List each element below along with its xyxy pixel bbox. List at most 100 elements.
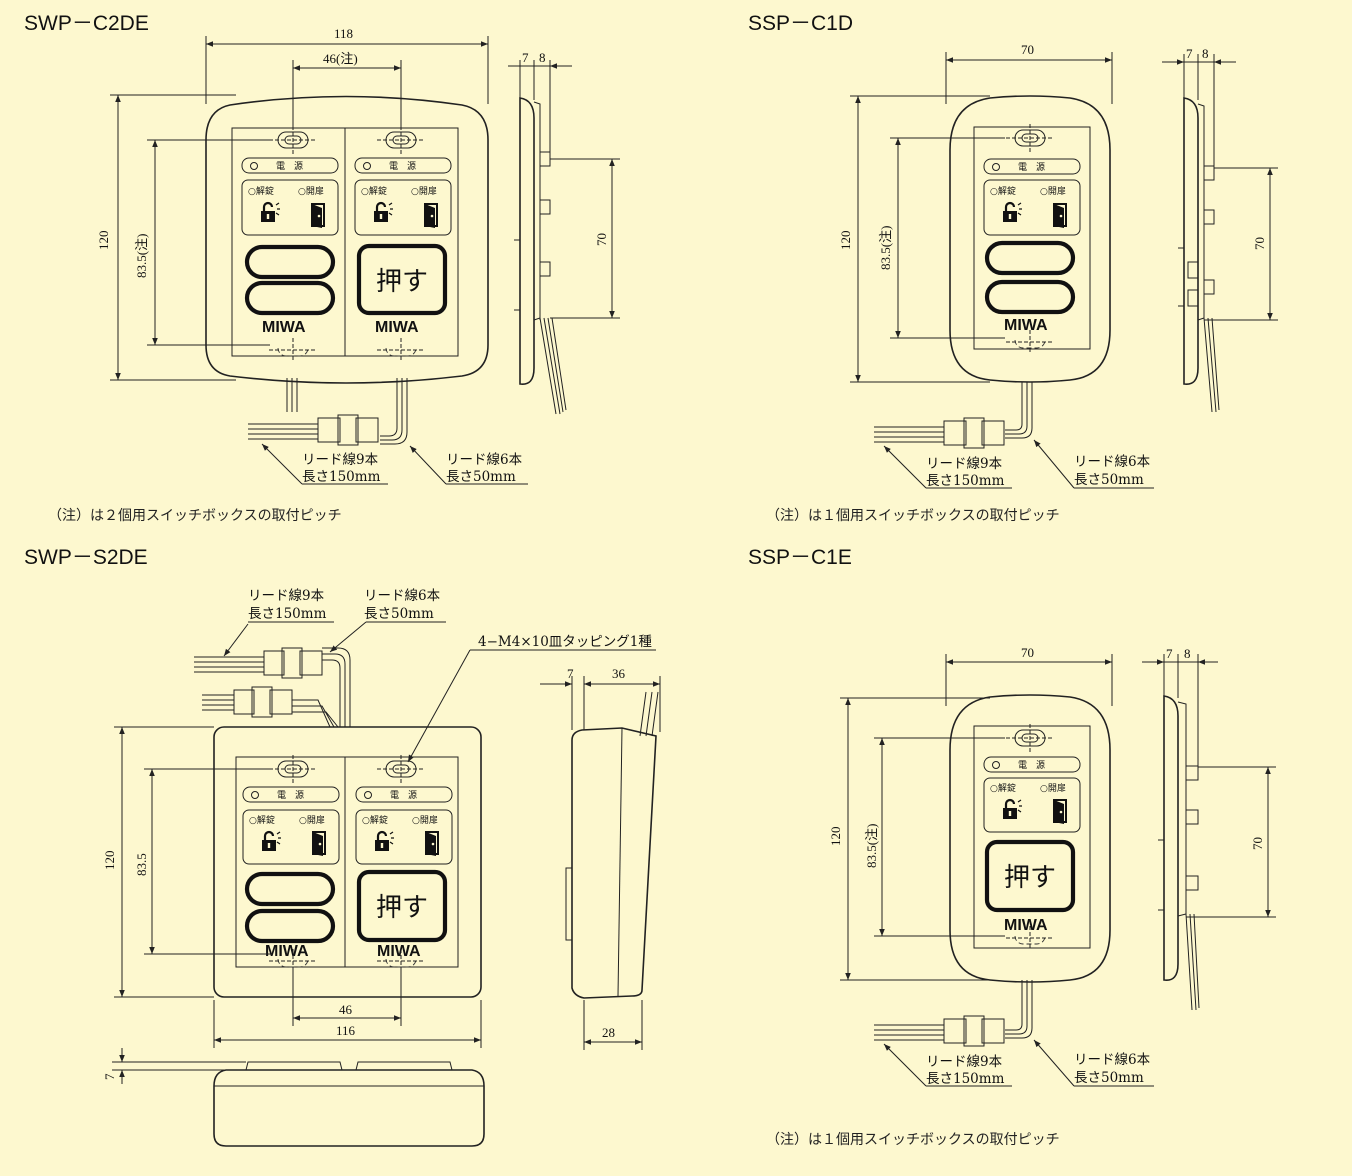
note-two-gang: （注）は２個用スイッチボックスの取付ピッチ [48,508,342,524]
svg-text:長さ50mm: 長さ50mm [1074,1070,1144,1086]
svg-text:7: 7 [1186,46,1193,61]
title-ssp-c1e: SSP－C1E [748,546,852,569]
swp-s2de-front-view: 電 源 ○解錠 ○開扉 MIWA 電 源 ○解錠 ○開扉 押す MIWA [102,647,482,1048]
svg-text:○解錠: ○解錠 [249,814,275,826]
door-icon [312,831,326,857]
swp-c2de-side-view: 7 8 70 [508,50,620,415]
unlock-label: ○解錠 [248,185,274,197]
dim-83-5-note: 83.5(注) [134,234,149,278]
lead-9-length: 長さ150mm [302,469,381,485]
ssp-c1e-front-view: 電 源 ○解錠 ○開扉 押す MIWA 70 120 83.5(注) [828,645,1113,1047]
dim-120: 120 [96,231,111,251]
svg-text:電 源: 電 源 [1018,162,1045,173]
door-icon [425,831,439,857]
lock-icon [259,201,282,224]
svg-text:○開扉: ○開扉 [1040,185,1066,197]
ssp-c1e-side-view: 7 8 70 [1142,646,1276,1011]
dim-46: 46 [339,1002,353,1017]
lock-icon [260,830,283,853]
dim-8: 8 [539,50,546,65]
lead-6-length: 長さ50mm [446,469,516,485]
svg-text:リード線9本: リード線9本 [926,1054,1003,1070]
title-swp-s2de: SWP－S2DE [24,546,148,569]
title-swp-c2de: SWP－C2DE [24,12,149,35]
svg-text:MIWA: MIWA [375,319,419,336]
svg-text:7: 7 [102,1073,117,1080]
door-icon [424,203,438,229]
dim-36: 36 [612,666,626,681]
svg-text:長さ150mm: 長さ150mm [926,473,1005,489]
svg-text:○解錠: ○解錠 [990,782,1016,794]
svg-text:長さ50mm: 長さ50mm [1074,472,1144,488]
lock-icon [372,201,395,224]
dim-83-5: 83.5 [134,853,149,876]
dim-118: 118 [334,26,353,41]
svg-text:押す: 押す [1004,863,1056,893]
svg-text:120: 120 [838,231,853,251]
svg-text:83.5(注): 83.5(注) [864,824,879,868]
svg-text:70: 70 [1021,645,1034,660]
svg-text:長さ150mm: 長さ150mm [248,606,327,622]
svg-text:電 源: 電 源 [277,790,304,801]
svg-text:120: 120 [102,851,117,871]
lead-9-label: リード線9本 [302,452,379,468]
lock-icon [373,830,396,853]
door-icon [311,203,325,229]
svg-text:電 源: 電 源 [390,790,417,801]
svg-text:○解錠: ○解錠 [361,185,387,197]
screw-spec-label: 4−M4×10皿タッピング1種 [478,634,652,650]
power-label: 電 源 [276,161,303,172]
ssp-c1d-front-view: 電 源 ○解錠 ○開扉 MIWA 70 120 83.5(注) [838,42,1113,449]
svg-text:8: 8 [1184,646,1191,661]
dim-28: 28 [602,1025,615,1040]
lead-6-label: リード線6本 [446,452,523,468]
door-icon [1053,203,1067,229]
svg-text:MIWA: MIWA [377,943,421,960]
lock-icon [1001,798,1024,821]
svg-text:長さ50mm: 長さ50mm [364,606,434,622]
svg-text:（注）は１個用スイッチボックスの取付ピッチ: （注）は１個用スイッチボックスの取付ピッチ [766,1132,1060,1148]
svg-text:電 源: 電 源 [389,161,416,172]
svg-text:押す: 押す [376,893,428,923]
dim-46-note: 46(注) [323,51,358,66]
dim-70: 70 [594,233,609,246]
svg-text:MIWA: MIWA [1004,917,1048,934]
svg-text:○解錠: ○解錠 [362,814,388,826]
ssp-c1d-side-view: 7 8 70 [1162,46,1278,413]
svg-text:120: 120 [828,827,843,847]
svg-text:83.5(注): 83.5(注) [878,226,893,270]
swp-s2de-side-view: 7 36 28 [540,666,661,1050]
brand-logo: MIWA [262,319,306,336]
dim-70-width: 70 [1021,42,1034,57]
svg-text:電 源: 電 源 [1018,760,1045,771]
swp-s2de-bottom-view: 7 [102,1048,485,1147]
svg-text:70: 70 [1250,837,1265,850]
svg-text:○開扉: ○開扉 [411,185,437,197]
svg-text:リード線6本: リード線6本 [1074,1052,1151,1068]
svg-text:70: 70 [1252,237,1267,250]
svg-text:リード線6本: リード線6本 [1074,454,1151,470]
svg-text:○開扉: ○開扉 [1040,782,1066,794]
svg-text:MIWA: MIWA [1004,317,1048,334]
svg-text:リード線6本: リード線6本 [364,588,441,604]
svg-text:リード線9本: リード線9本 [926,456,1003,472]
svg-text:長さ150mm: 長さ150mm [926,1071,1005,1087]
dim-116: 116 [336,1023,356,1038]
title-ssp-c1d: SSP－C1D [748,12,853,35]
open-label: ○開扉 [298,185,324,197]
note-one-gang: （注）は１個用スイッチボックスの取付ピッチ [766,508,1060,524]
svg-text:○開扉: ○開扉 [412,814,438,826]
dim-7: 7 [522,50,529,65]
svg-text:○解錠: ○解錠 [990,185,1016,197]
svg-text:MIWA: MIWA [265,943,309,960]
swp-c2de-front-view: 電 源 ○解錠 ○開扉 MIWA 電 源 ○解錠 ○開扉 押す MIWA 118… [96,26,489,446]
svg-text:○開扉: ○開扉 [299,814,325,826]
svg-text:7: 7 [1166,646,1173,661]
push-button-label: 押す [376,267,428,297]
svg-text:7: 7 [567,666,574,681]
svg-text:リード線9本: リード線9本 [248,588,325,604]
lock-icon [1001,201,1024,224]
door-icon [1053,799,1067,825]
